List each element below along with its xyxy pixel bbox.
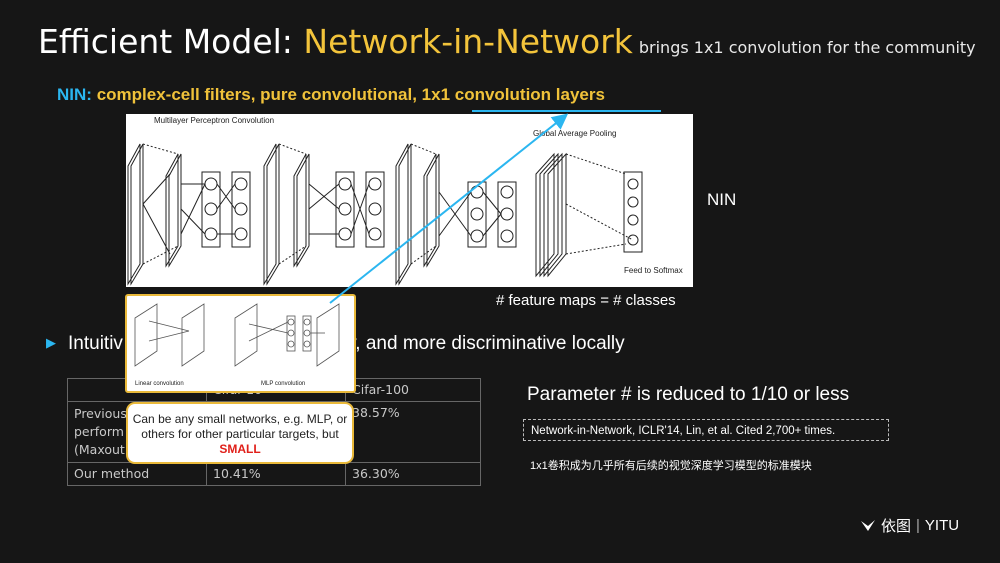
mlp-conv-figure [234,303,340,367]
row1-line: Previous [74,406,127,421]
table-cell: 36.30% [345,462,481,486]
bullet-triangle-icon: ▶ [46,335,56,350]
linear-conv-figure [134,303,205,367]
table-row: Our method 10.41% 36.30% [67,462,481,486]
mlpconv-label: Multilayer Perceptron Convolution [154,116,274,125]
logo-separator: | [916,517,920,534]
mlpconv-block-2 [263,143,385,286]
inset-svg: Linear convolution MLP convolution [134,303,340,387]
nin-text-a: complex-cell filters, pure convolutional… [96,85,422,104]
gap-label: Global Average Pooling [533,129,616,138]
nin-side-label: NIN [707,190,737,209]
yitu-logo: 依图 | YITU [860,515,959,536]
title-subtitle: brings 1x1 convolution for the community [638,38,976,57]
mlpconv-block-3 [395,143,517,286]
nin-label: NIN: [57,85,92,104]
bullet-text-part2: ly, and more discriminative locally [343,333,625,354]
linear-conv-label: Linear convolution [135,381,184,387]
softmax-label: Feed to Softmax [624,266,683,275]
callout-text: Can be any small networks, e.g. MLP, or … [132,412,348,441]
parameter-note: Parameter # is reduced to 1/10 or less [527,384,850,405]
highlight-underline [472,110,661,112]
nin-text-b: 1x1 convolution layers [421,85,605,104]
bullet-point: ▶ Intuitiv ly, and more discriminative loc… [46,333,625,355]
diagram-svg: Multilayer Perceptron Convolution Global… [127,116,683,286]
chinese-note: 1x1卷积成为几乎所有后续的视觉深度学习模型的标准模块 [530,460,812,472]
table-cell: 38.57% [345,401,481,463]
conv-comparison-inset: Linear convolution MLP convolution [125,294,356,393]
table-cell: 10.41% [206,462,346,486]
title-highlight: Network-in-Network [303,22,633,61]
callout-highlight: SMALL [219,442,261,456]
nin-summary: NIN: complex-cell filters, pure convolut… [57,85,605,105]
table-cell: Cifar-100 [345,378,481,402]
title-prefix: Efficient Model: [38,22,304,61]
table-cell: Our method [67,462,207,486]
callout-box: Can be any small networks, e.g. MLP, or … [126,402,354,464]
nin-architecture-diagram: Multilayer Perceptron Convolution Global… [126,114,693,287]
bullet-text-part1: Intuitiv [68,333,123,354]
mlp-conv-label: MLP convolution [261,381,305,387]
yitu-logo-icon [861,519,875,531]
citation-box: Network-in-Network, ICLR'14, Lin, et al.… [523,419,889,441]
logo-cn-text: 依图 [881,518,912,535]
global-average-pooling [535,152,643,278]
slide-title: Efficient Model: Network-in-Network bring… [38,22,976,61]
mlpconv-block-1 [127,143,251,286]
feature-maps-note: # feature maps = # classes [496,292,676,309]
row1-line: perform [74,424,124,439]
row1-line: (Maxout [74,442,125,457]
logo-en-text: YITU [924,517,960,534]
